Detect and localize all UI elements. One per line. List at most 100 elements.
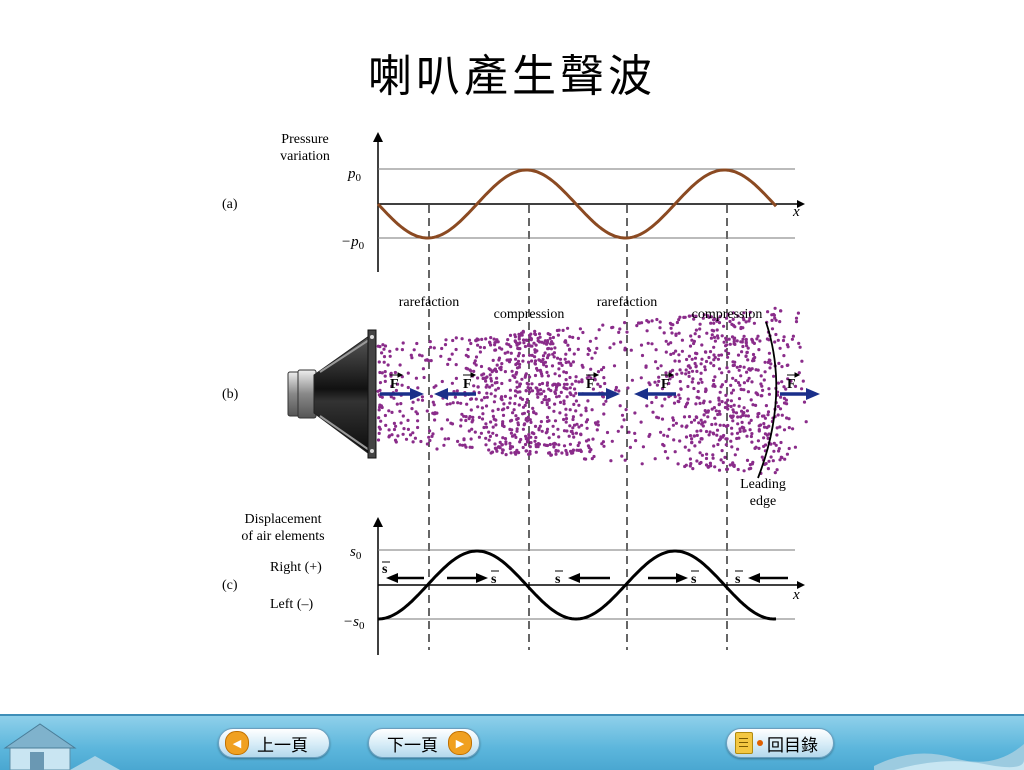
air-particle xyxy=(548,336,552,340)
air-particle xyxy=(524,434,528,438)
panel-a xyxy=(373,132,805,272)
air-particle xyxy=(533,424,538,428)
air-particle xyxy=(563,339,568,343)
air-particle xyxy=(377,360,381,364)
air-particle xyxy=(521,359,525,363)
air-particle xyxy=(474,355,479,359)
air-particle xyxy=(712,364,716,368)
air-particle xyxy=(526,415,530,419)
air-particle xyxy=(412,348,416,352)
air-particle xyxy=(390,384,394,388)
air-particle xyxy=(691,377,695,381)
previous-page-button[interactable]: ◀ 上一頁 xyxy=(218,728,330,758)
air-particle xyxy=(787,426,791,430)
air-particle xyxy=(473,359,477,363)
air-particle xyxy=(522,341,526,345)
air-particle xyxy=(674,333,678,337)
air-particle xyxy=(747,467,751,471)
air-particle xyxy=(634,439,638,443)
air-particle xyxy=(668,377,672,381)
air-particle xyxy=(567,360,571,364)
table-of-contents-button[interactable]: 回目錄 xyxy=(726,728,834,758)
air-particle xyxy=(469,341,473,346)
air-particle xyxy=(508,378,512,382)
air-particle xyxy=(732,410,736,414)
air-particle xyxy=(553,402,557,406)
air-particle xyxy=(491,431,495,435)
air-particle xyxy=(720,449,724,453)
air-particle xyxy=(525,338,529,342)
air-particle xyxy=(703,420,707,424)
air-particle xyxy=(414,376,418,380)
air-particle xyxy=(682,315,686,319)
air-particle xyxy=(382,360,386,364)
air-particle xyxy=(713,355,717,360)
air-particle xyxy=(756,415,760,419)
air-particle xyxy=(501,436,505,440)
air-particle xyxy=(525,381,529,385)
air-particle xyxy=(714,422,718,426)
air-particle xyxy=(389,371,393,375)
air-particle xyxy=(545,427,550,431)
air-particle xyxy=(523,422,527,426)
air-particle xyxy=(672,438,676,442)
air-particle xyxy=(610,439,614,443)
air-particle xyxy=(428,438,432,443)
air-particle xyxy=(564,371,569,375)
air-particle xyxy=(673,395,677,399)
air-particle xyxy=(712,329,716,333)
air-particle xyxy=(546,374,551,378)
air-particle xyxy=(431,432,435,436)
air-particle xyxy=(730,415,734,420)
air-particle xyxy=(623,321,627,325)
air-particle xyxy=(660,387,665,391)
air-particle xyxy=(596,382,600,386)
air-particle xyxy=(640,353,645,358)
air-particle xyxy=(746,379,750,383)
air-particle xyxy=(715,428,720,432)
air-particle xyxy=(793,384,798,388)
air-particle xyxy=(618,404,622,408)
air-particle xyxy=(605,430,610,435)
panel-b-label: (b) xyxy=(222,387,239,402)
air-particle xyxy=(614,385,619,390)
air-particle xyxy=(716,336,720,340)
air-particle xyxy=(611,325,615,329)
air-particle xyxy=(380,395,384,399)
air-particle xyxy=(774,443,778,447)
air-particle xyxy=(518,440,522,444)
air-particle xyxy=(797,371,801,375)
air-particle xyxy=(680,349,685,353)
air-particle xyxy=(440,379,444,384)
air-particle xyxy=(698,327,702,331)
air-particle xyxy=(700,422,704,426)
air-particle xyxy=(741,326,745,330)
air-particle xyxy=(545,381,550,385)
air-particle xyxy=(673,359,677,363)
air-particle xyxy=(530,344,534,348)
air-particle xyxy=(718,423,722,427)
air-particle xyxy=(488,340,492,344)
air-particle xyxy=(694,328,699,332)
air-particle xyxy=(468,415,472,419)
air-particle xyxy=(547,398,551,402)
force-symbol-1: F xyxy=(390,377,399,392)
air-particle xyxy=(673,450,677,454)
air-particle xyxy=(731,317,735,321)
air-particle xyxy=(619,340,623,344)
air-particle xyxy=(451,401,455,405)
air-particle xyxy=(428,429,432,433)
air-particle xyxy=(724,379,728,384)
air-particle xyxy=(467,338,472,342)
document-icon xyxy=(735,732,753,754)
air-particle xyxy=(742,388,746,392)
next-page-button[interactable]: 下一頁 ▶ xyxy=(368,728,480,758)
air-particle xyxy=(730,391,734,395)
air-particle xyxy=(489,379,493,383)
air-particle xyxy=(546,339,550,343)
air-particle xyxy=(462,438,466,442)
air-particle xyxy=(515,370,519,375)
air-particle xyxy=(398,409,402,413)
air-particle xyxy=(738,383,742,387)
air-particle xyxy=(528,353,532,357)
